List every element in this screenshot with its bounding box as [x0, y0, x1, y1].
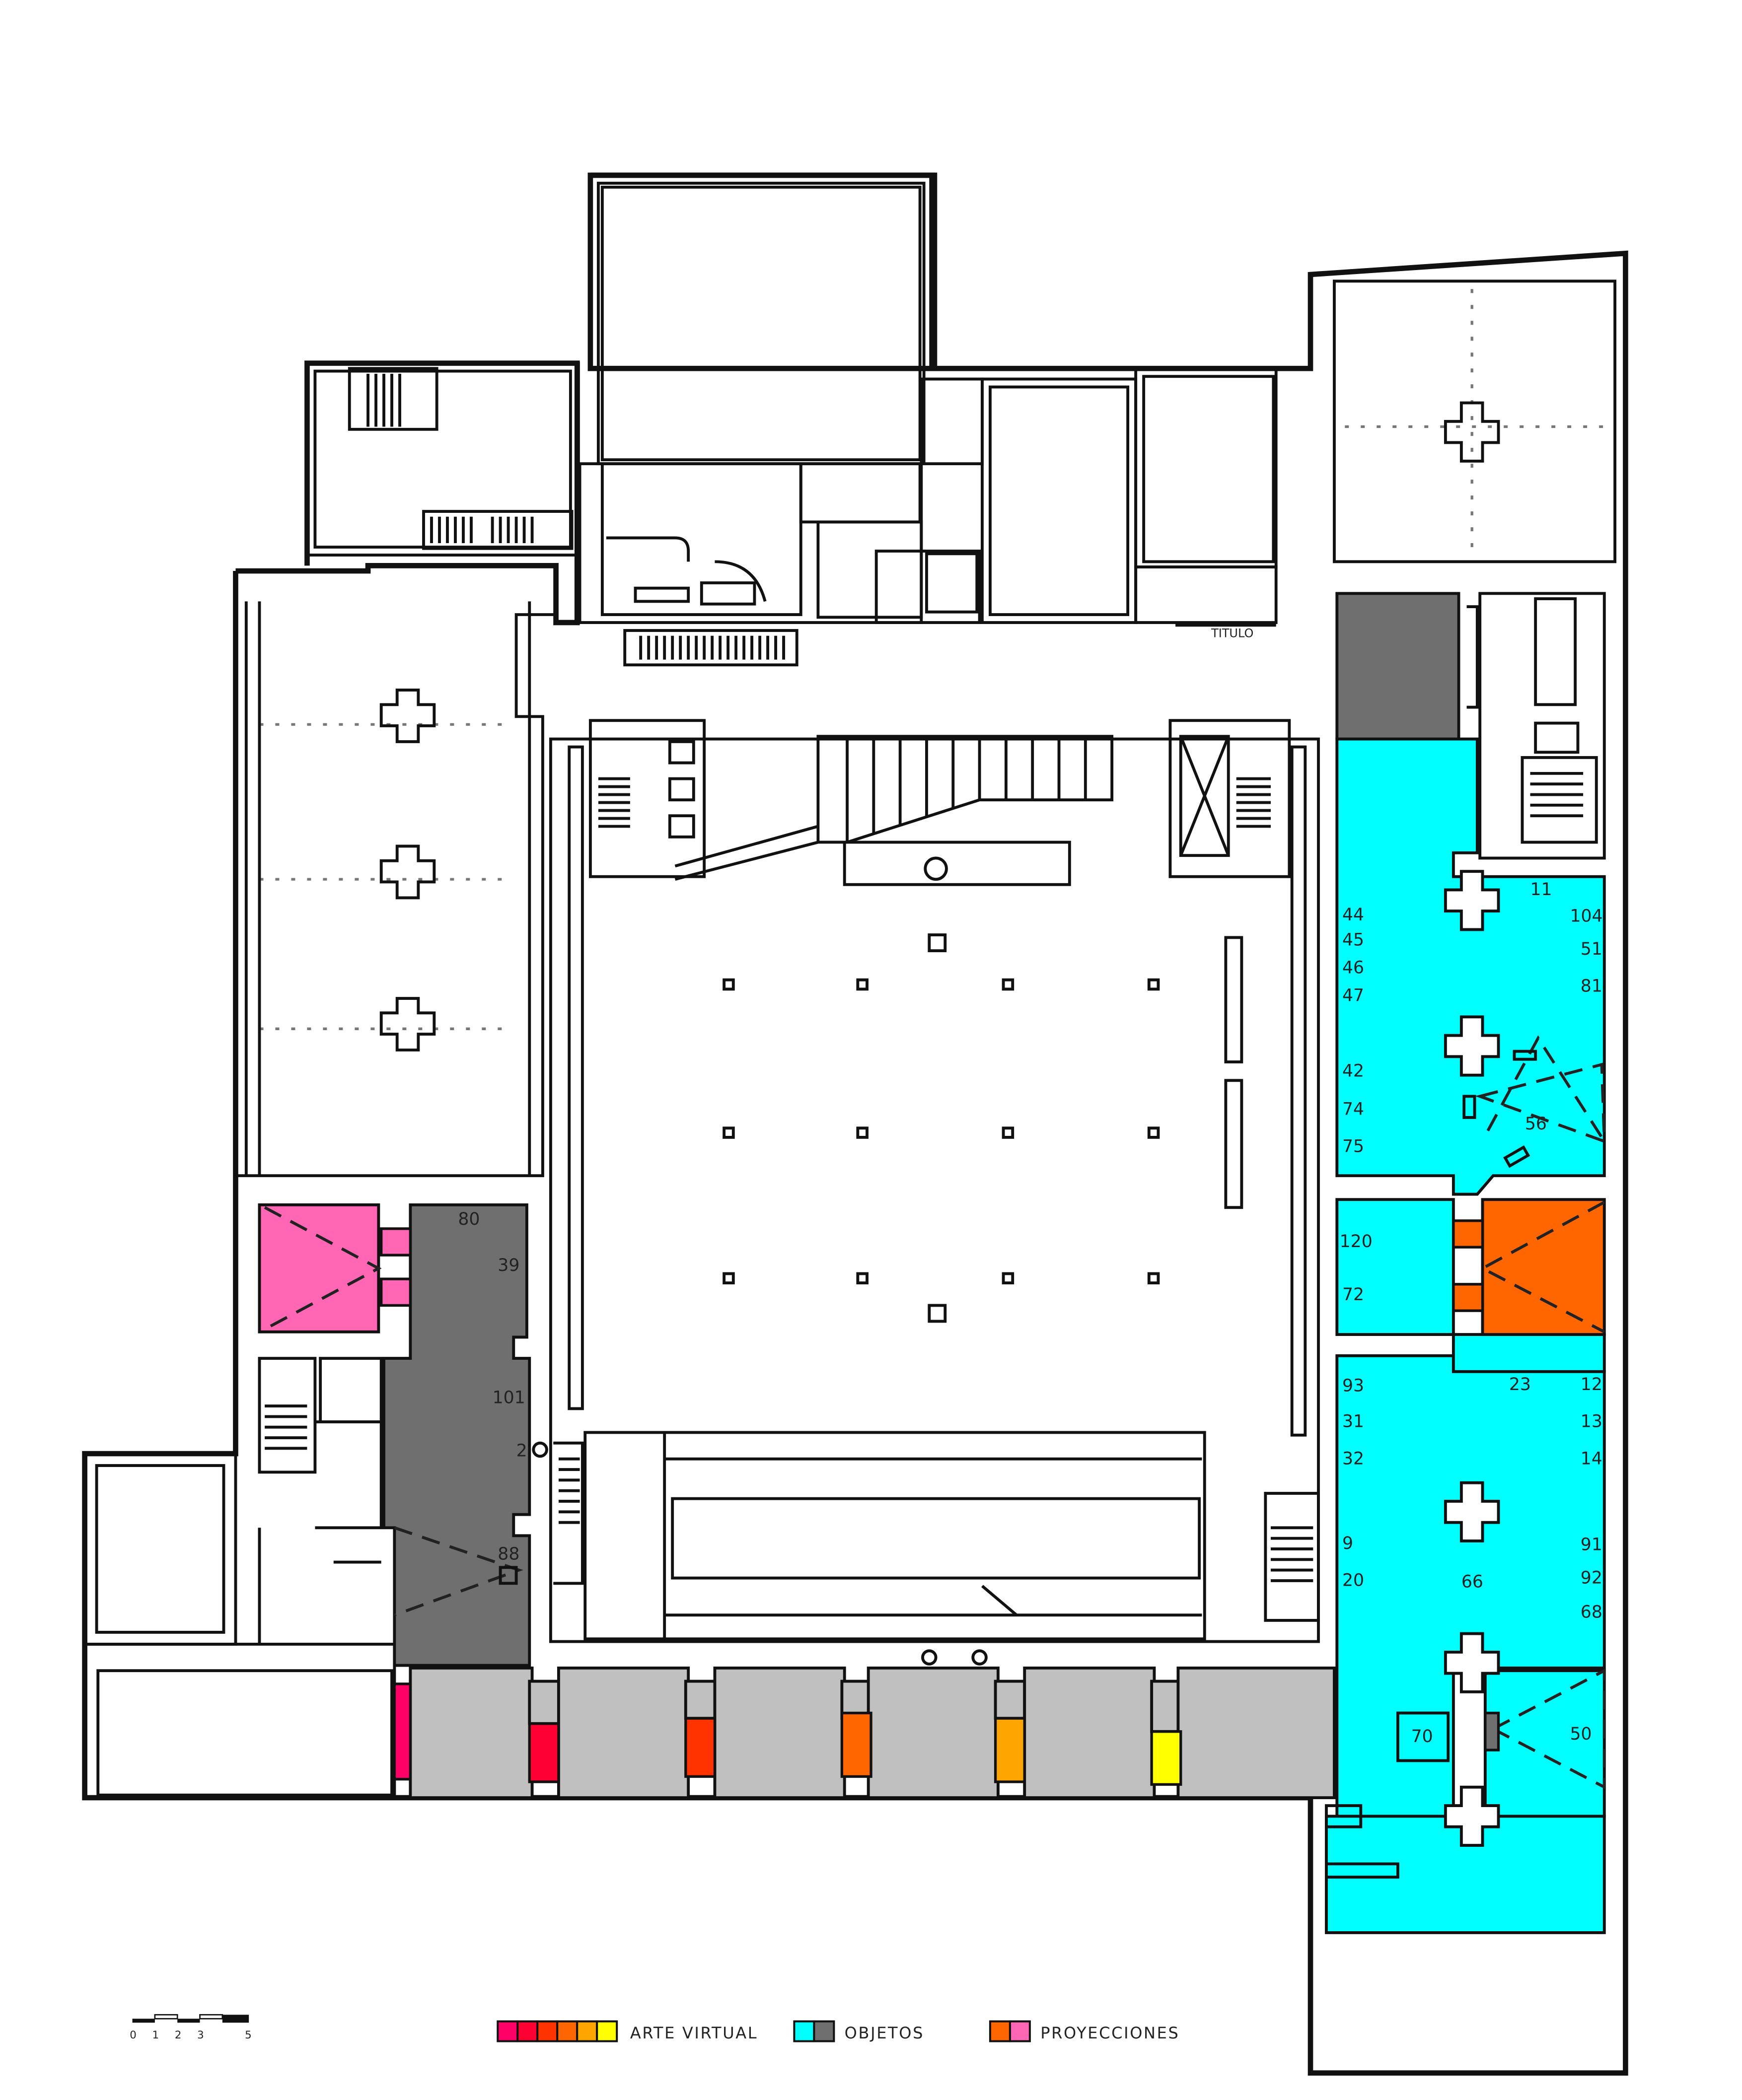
legend-objetos-label: OBJETOS — [845, 2024, 924, 2042]
room-label: 13 — [1581, 1412, 1602, 1432]
cross-pillars-west — [379, 689, 436, 1051]
stair-treads-north — [639, 635, 785, 660]
arte-virtual-zones — [393, 1682, 1182, 1786]
legend: ARTE VIRTUAL OBJETOS PROYECCIONES — [497, 2020, 1179, 2042]
room-label: 44 — [1342, 905, 1364, 925]
legend-arte-virtual-label: ARTE VIRTUAL — [630, 2024, 758, 2042]
east-wing-outline — [1333, 280, 1617, 860]
room-label: 91 — [1581, 1535, 1602, 1555]
room-label: 101 — [493, 1388, 525, 1408]
room-label: 51 — [1581, 939, 1602, 959]
objetos-zone-dark-grey — [382, 592, 1479, 1667]
scale-tick-5: 5 — [245, 2029, 252, 2041]
west-wing — [234, 571, 558, 1644]
legend-proyecciones-label: PROYECCIONES — [1040, 2024, 1179, 2042]
legend-objetos: OBJETOS — [793, 2020, 924, 2042]
room-label: 120 — [1340, 1232, 1373, 1252]
room-label: 2 — [516, 1441, 527, 1461]
objetos-zone-cyan — [1325, 737, 1606, 1934]
room-label: 42 — [1342, 1061, 1364, 1081]
room-label: 50 — [1570, 1724, 1592, 1744]
scale-tick-0: 0 — [130, 2029, 137, 2041]
room-label: 23 — [1509, 1375, 1531, 1395]
scale-tick-1: 1 — [152, 2029, 159, 2041]
room-label: 81 — [1581, 977, 1602, 996]
titulo-label: TITULO — [1211, 626, 1253, 640]
room-label: 11 — [1530, 880, 1552, 900]
room-label: 75 — [1342, 1136, 1364, 1156]
room-label: 66 — [1461, 1572, 1483, 1592]
legend-arte-virtual: ARTE VIRTUAL — [497, 2020, 758, 2042]
room-label: 70 — [1411, 1727, 1433, 1747]
building-outline — [82, 172, 1628, 2076]
room-label: 72 — [1342, 1285, 1364, 1305]
room-label: 9 — [1342, 1534, 1353, 1553]
central-hall — [532, 719, 1320, 1666]
room-label: 20 — [1342, 1571, 1364, 1591]
room-label: 93 — [1342, 1376, 1364, 1396]
room-label: 104 — [1570, 906, 1602, 926]
room-label: 31 — [1342, 1412, 1364, 1432]
room-label: 12 — [1581, 1375, 1602, 1395]
room-label: 32 — [1342, 1449, 1364, 1469]
room-label: 92 — [1581, 1568, 1602, 1588]
scale-bar: 0 1 2 3 5 — [130, 2014, 252, 2041]
room-label: 74 — [1342, 1100, 1364, 1120]
scale-tick-3: 3 — [197, 2029, 204, 2041]
scale-tick-2: 2 — [175, 2029, 182, 2041]
room-label: 56 — [1525, 1114, 1547, 1134]
columns — [723, 933, 1243, 1323]
room-label: 47 — [1342, 985, 1364, 1005]
room-label: 46 — [1342, 958, 1364, 978]
legend-proyecciones: PROYECCIONES — [989, 2020, 1179, 2042]
room-label: 14 — [1581, 1449, 1602, 1469]
proyecciones-zones — [258, 1198, 1606, 1336]
room-label: 39 — [498, 1256, 519, 1275]
objetos-zone-light-grey — [409, 1666, 1336, 1800]
room-label: 80 — [458, 1209, 480, 1229]
north-wing: TITULO — [348, 367, 1278, 667]
room-labels: 11 104 51 81 44 45 46 47 42 74 75 56 120… — [458, 880, 1602, 1747]
room-label: 45 — [1342, 930, 1364, 950]
room-label: 68 — [1581, 1603, 1602, 1622]
cross-pillars-east — [1444, 870, 1500, 1847]
room-label: 88 — [498, 1544, 519, 1564]
